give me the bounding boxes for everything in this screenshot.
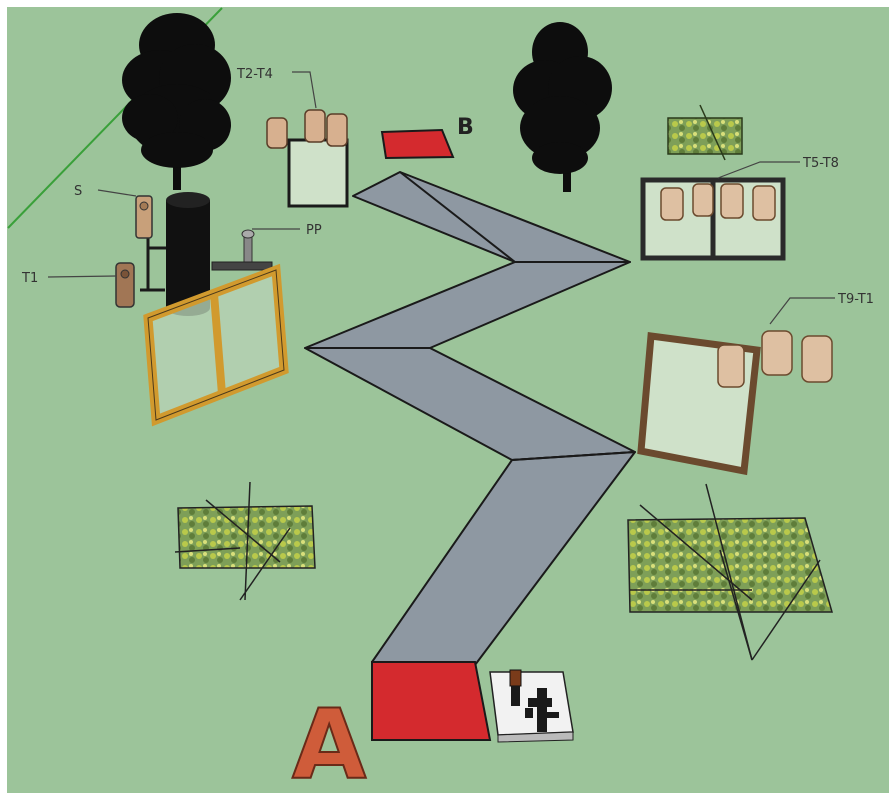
label-b: B [457, 115, 474, 140]
target-s-icon [136, 196, 152, 238]
label-s: S [74, 184, 82, 199]
target-t1-icon [116, 263, 134, 307]
label-a: A [292, 689, 366, 799]
frame-t2-t4 [289, 140, 347, 206]
label-pp: PP [306, 223, 322, 238]
pistol-icon [510, 670, 521, 706]
pp-post-icon [242, 230, 254, 266]
box-b [382, 130, 453, 158]
label-t9-t1: T9-T1 [837, 292, 874, 307]
label-t5-t8: T5-T8 [802, 156, 839, 171]
label-t1: T1 [21, 271, 38, 286]
weapon-table [490, 670, 573, 742]
start-box-a [372, 662, 490, 740]
label-t2-t4: T2-T4 [236, 67, 273, 82]
